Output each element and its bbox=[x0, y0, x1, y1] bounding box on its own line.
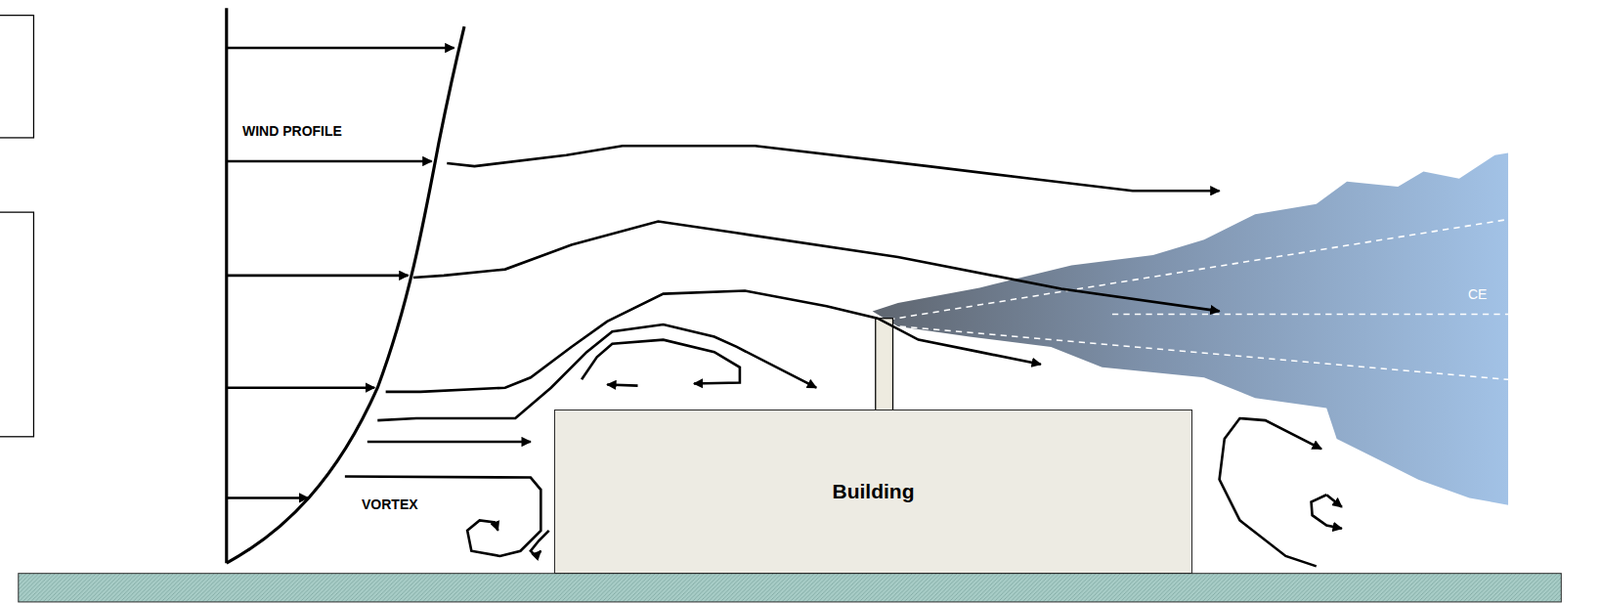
region-label: VORTEX bbox=[361, 496, 419, 513]
ground bbox=[18, 573, 1562, 603]
centerline-label: CE bbox=[1468, 286, 1487, 303]
stack bbox=[875, 318, 894, 411]
plume-lines bbox=[877, 218, 1509, 380]
axis-label: WIND PROFILE bbox=[242, 123, 343, 139]
wind-profile bbox=[226, 7, 465, 563]
edge-box bbox=[0, 15, 34, 138]
building-box: Building bbox=[554, 409, 1193, 574]
edge-box bbox=[0, 212, 34, 437]
building-label: Building bbox=[832, 479, 915, 504]
